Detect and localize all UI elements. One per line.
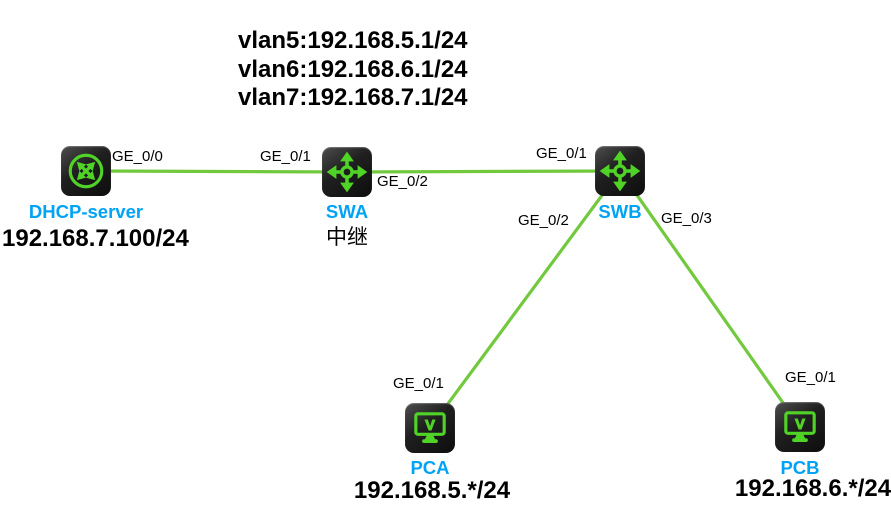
label-pca-ip: 192.168.5.*/24 [353,477,511,504]
label-pcb-ip: 192.168.6.*/24 [734,475,891,502]
port-label-dhcp-ge00: GE_0/0 [112,148,163,165]
port-label-pca-ge01: GE_0/1 [393,375,444,392]
device-swa[interactable] [322,147,372,197]
link-swb-pcb[interactable] [618,170,802,428]
switch-icon [326,151,368,193]
port-label-swb-ge03: GE_0/3 [661,210,712,227]
device-pcb[interactable]: V [775,402,825,452]
device-dhcp-server[interactable] [61,146,111,196]
label-dhcp-server-ip: 192.168.7.100/24 [2,225,189,252]
pc-icon: V [784,411,816,443]
label-swa-name: SWA [325,201,369,222]
label-swb-name: SWB [598,201,642,222]
device-pca[interactable]: V [405,403,455,453]
link-swa-swb[interactable] [346,169,621,174]
vlan-annotation: vlan5:192.168.5.1/24 vlan6:192.168.6.1/2… [238,27,468,113]
label-swa-note: 中继 [326,226,368,249]
vlan5-line: vlan5:192.168.5.1/24 [238,27,468,54]
port-label-pcb-ge01: GE_0/1 [785,369,836,386]
switch-icon [599,150,641,192]
label-dhcp-server-name: DHCP-server [28,201,144,222]
link-swb-pca[interactable] [428,170,622,429]
vlan6-line: vlan6:192.168.6.1/24 [238,55,468,83]
pc-icon: V [414,412,446,444]
svg-text:V: V [795,417,805,433]
svg-text:V: V [425,418,435,434]
port-label-swa-ge02: GE_0/2 [377,173,428,190]
port-label-swb-ge02: GE_0/2 [518,212,569,229]
port-label-swa-ge01: GE_0/1 [260,148,311,165]
link-dhcp-swa[interactable] [85,169,348,174]
label-pcb-name: PCB [780,457,820,478]
router-icon [68,153,104,189]
vlan7-line: vlan7:192.168.7.1/24 [238,84,468,111]
label-pca-name: PCA [410,457,450,478]
port-label-swb-ge01: GE_0/1 [536,145,587,162]
device-swb[interactable] [595,146,645,196]
